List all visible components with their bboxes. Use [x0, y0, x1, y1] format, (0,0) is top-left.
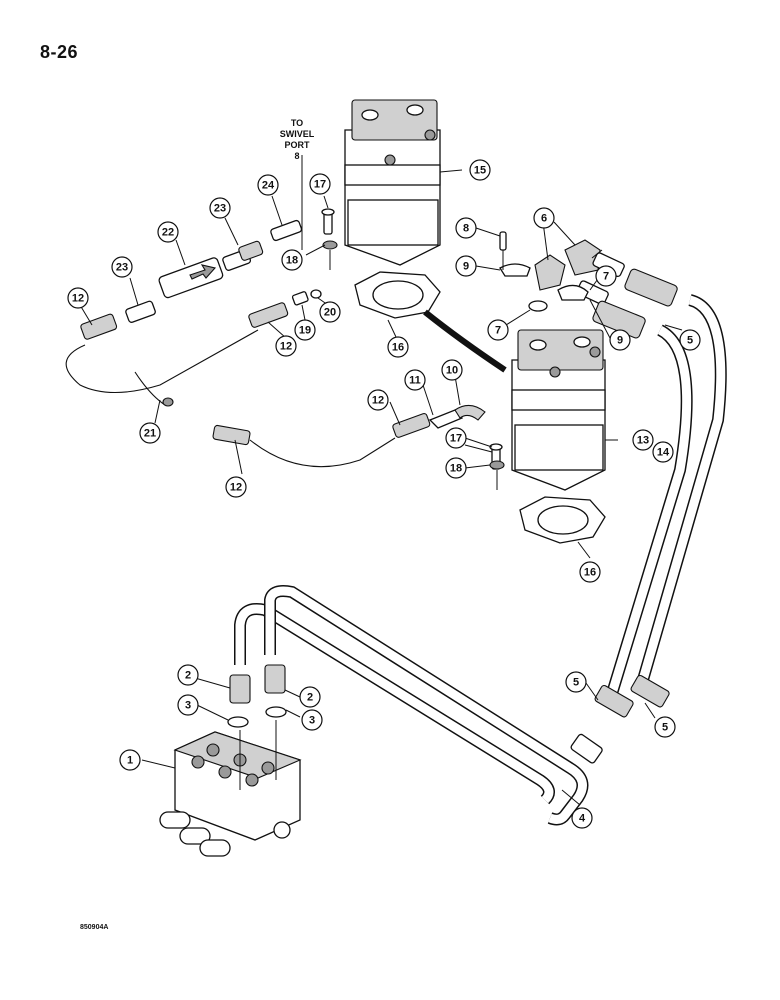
lower-motor	[511, 329, 606, 491]
bolts-and-washers	[321, 208, 507, 490]
callout-8: 8	[455, 217, 477, 239]
callout-text: 12	[280, 341, 292, 353]
callout-text: 16	[584, 567, 596, 579]
callout-text: 3	[185, 700, 191, 712]
callout-text: 19	[299, 325, 311, 337]
callout-text: 23	[214, 203, 226, 215]
callout-text: 9	[617, 335, 623, 347]
callout-text: 17	[450, 433, 462, 445]
callout-text: 7	[495, 325, 501, 337]
callout-24: 24	[257, 174, 279, 196]
callout-text: 6	[541, 213, 547, 225]
callout-text: 11	[409, 375, 421, 387]
callout-text: 5	[573, 677, 579, 689]
callout-6: 6	[533, 207, 555, 229]
callout-text: 22	[162, 227, 174, 239]
callout-7: 7	[595, 265, 617, 287]
callout-18: 18	[281, 249, 303, 271]
callout-text: 3	[309, 715, 315, 727]
callout-text: 13	[637, 435, 649, 447]
lower-right-fittings	[570, 674, 670, 764]
callout-text: 10	[446, 365, 458, 377]
callout-13: 13	[632, 429, 654, 451]
callout-text: 2	[185, 670, 191, 682]
callout-text: 18	[286, 255, 298, 267]
callout-text: 21	[144, 428, 156, 440]
callout-22: 22	[157, 221, 179, 243]
callout-7: 7	[487, 319, 509, 341]
callout-labels: 1223345556778991011121212121314151616171…	[67, 159, 701, 829]
callout-text: 5	[662, 722, 668, 734]
callout-text: 23	[116, 262, 128, 274]
callout-5: 5	[565, 671, 587, 693]
callout-18: 18	[445, 457, 467, 479]
callout-2: 2	[177, 664, 199, 686]
motor-connection-arrow	[423, 309, 507, 373]
elbow-fittings	[499, 239, 625, 312]
callout-15: 15	[469, 159, 491, 181]
callout-16: 16	[579, 561, 601, 583]
swivel-port-note: TO SWIVEL PORT 8	[279, 118, 315, 161]
callout-4: 4	[571, 807, 593, 829]
callout-11: 11	[404, 369, 426, 391]
callout-text: 20	[324, 307, 336, 319]
upper-motor	[344, 99, 441, 266]
callout-14: 14	[652, 441, 674, 463]
upper-gasket	[354, 271, 441, 319]
callout-9: 9	[455, 255, 477, 277]
callout-12: 12	[367, 389, 389, 411]
callout-text: 12	[230, 482, 242, 494]
lower-left-hose-parts	[212, 404, 486, 468]
callout-2: 2	[299, 686, 321, 708]
callout-16: 16	[387, 336, 409, 358]
upper-left-hose-parts	[65, 155, 322, 407]
callout-23: 23	[209, 197, 231, 219]
callout-5: 5	[654, 716, 676, 738]
callout-text: 24	[262, 180, 275, 192]
callout-5: 5	[679, 329, 701, 351]
callout-text: 16	[392, 342, 404, 354]
page-number: 8-26	[40, 42, 79, 62]
callout-17: 17	[445, 427, 467, 449]
callout-19: 19	[294, 319, 316, 341]
callout-12: 12	[275, 335, 297, 357]
callout-text: 15	[474, 165, 486, 177]
callout-12: 12	[225, 476, 247, 498]
valve-tube-assembly	[234, 585, 589, 826]
callout-1: 1	[119, 749, 141, 771]
callout-23: 23	[111, 256, 133, 278]
callout-3: 3	[177, 694, 199, 716]
callout-text: 18	[450, 463, 462, 475]
callout-text: 8	[463, 223, 469, 235]
callout-text: 7	[603, 271, 609, 283]
callout-text: 17	[314, 179, 326, 191]
callout-text: 9	[463, 261, 469, 273]
callout-20: 20	[319, 301, 341, 323]
callout-text: 12	[372, 395, 384, 407]
drawing-code: 850904A	[80, 924, 109, 931]
callout-text: 2	[307, 692, 313, 704]
callout-text: 5	[687, 335, 693, 347]
leader-lines	[79, 169, 683, 806]
callout-text: 4	[579, 813, 586, 825]
callout-12: 12	[67, 287, 89, 309]
callout-3: 3	[301, 709, 323, 731]
callout-17: 17	[309, 173, 331, 195]
lower-gasket	[519, 496, 606, 544]
callout-text: 12	[72, 293, 84, 305]
callout-9: 9	[609, 329, 631, 351]
control-valve	[159, 731, 302, 857]
valve-fittings	[227, 664, 287, 790]
callout-10: 10	[441, 359, 463, 381]
long-hose-assembly	[604, 294, 727, 702]
callout-text: 14	[657, 447, 670, 459]
callout-text: 1	[127, 755, 133, 767]
callout-21: 21	[139, 422, 161, 444]
